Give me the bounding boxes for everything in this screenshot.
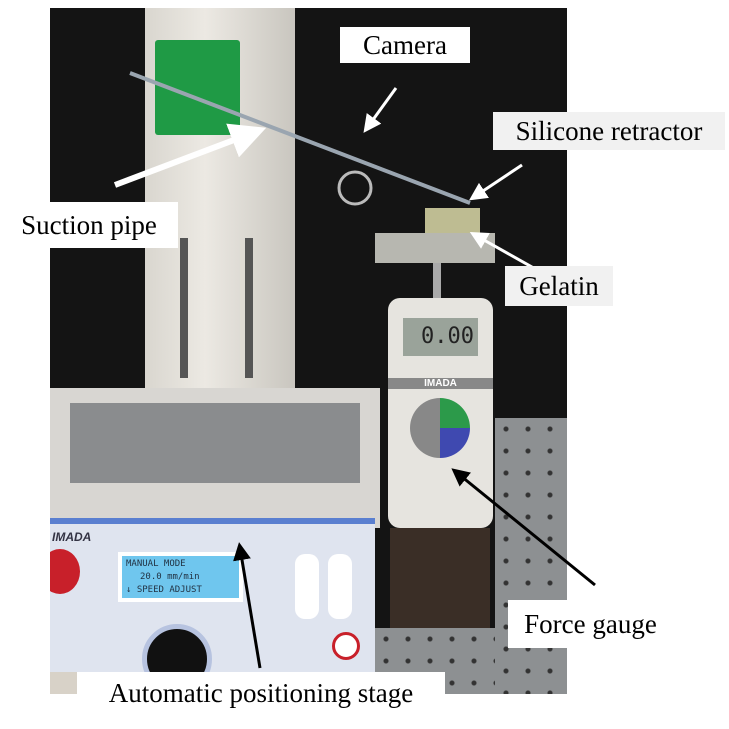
- label-camera: Camera: [340, 27, 470, 63]
- column-slot: [180, 238, 188, 378]
- stage-arrow: [233, 542, 262, 669]
- label-force-gauge: Force gauge: [508, 600, 673, 648]
- up-down-button: [328, 554, 352, 619]
- optical-table: [495, 418, 567, 694]
- suction-pipe-arrow: [113, 123, 267, 188]
- column-slot: [245, 238, 253, 378]
- beige-square: [50, 672, 77, 694]
- lcd-line: ↓ SPEED ADJUST: [126, 585, 202, 595]
- lcd-line: MANUAL MODE: [126, 559, 186, 569]
- label-gelatin: Gelatin: [505, 266, 613, 306]
- control-panel: IMADA MANUAL MODE 20.0 mm/min ↓ SPEED AD…: [50, 518, 375, 694]
- camera-arrow: [363, 87, 398, 133]
- force-gauge-arrow: [451, 468, 596, 587]
- label-silicone-retractor: Silicone retractor: [493, 112, 725, 150]
- stage-plate: [70, 403, 360, 483]
- stage-brand: IMADA: [52, 530, 92, 544]
- experiment-photo: 0.00 IMADA IMADA MANUAL MODE 20.0 mm/min…: [50, 8, 567, 694]
- brown-block: [390, 528, 490, 628]
- gauge-display: 0.00: [403, 318, 478, 356]
- label-automatic-positioning-stage: Automatic positioning stage: [77, 672, 445, 714]
- up-down-button: [295, 554, 319, 619]
- lcd-screen: MANUAL MODE 20.0 mm/min ↓ SPEED ADJUST: [118, 552, 243, 602]
- silicone-retractor-arrow: [469, 163, 523, 201]
- label-suction-pipe: Suction pipe: [0, 202, 178, 248]
- lcd-line: 20.0 mm/min: [140, 572, 200, 582]
- stop-button: [332, 632, 360, 660]
- gauge-brand: IMADA: [388, 378, 493, 389]
- gauge-buttons: [410, 398, 470, 458]
